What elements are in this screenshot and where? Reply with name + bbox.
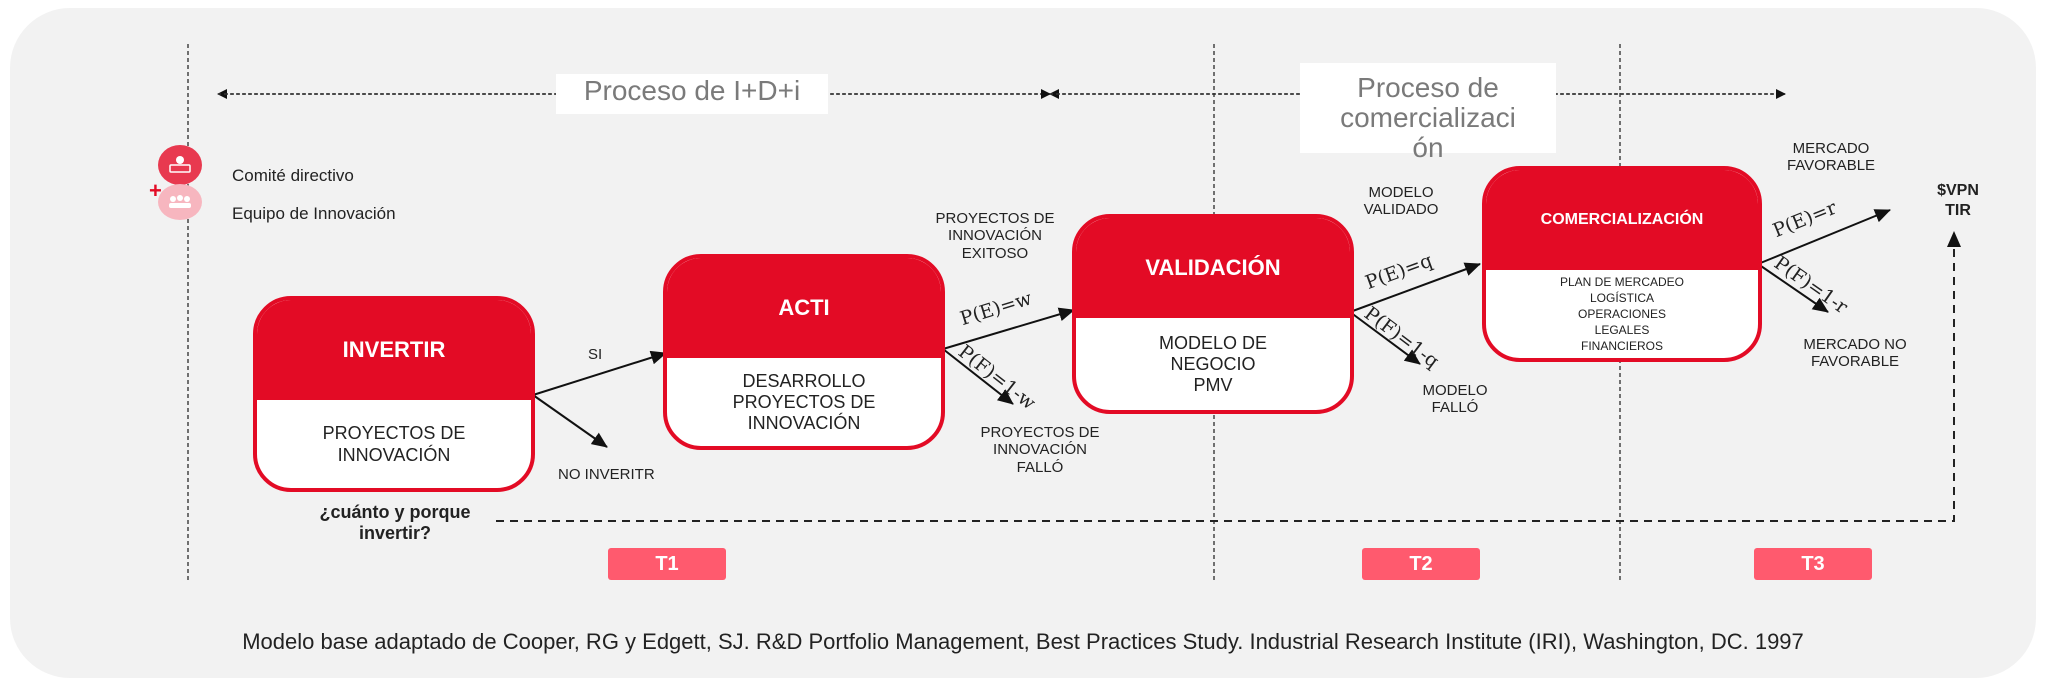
acti-title: ACTI [667,258,941,358]
timeline-t2: T2 [1362,548,1480,580]
acti-line: DESARROLLO [742,370,866,391]
arrow-acti-fail [942,348,1014,405]
acti-fallo-line: INNOVACIÓN [993,441,1087,459]
comercializacion-title: COMERCIALIZACIÓN [1486,170,1758,270]
vpn-label: $VPN [1937,182,1979,199]
acti-line: INNOVACIÓN [747,412,861,433]
arrow-com-success [1757,209,1891,265]
validacion-box: VALIDACIÓN MODELO DE NEGOCIO PMV [1072,214,1354,414]
acti-box: ACTI DESARROLLO PROYECTOS DE INNOVACIÓN [663,254,945,450]
comercializacion-line: OPERACIONES [1577,307,1667,321]
favorable-line: MERCADO [1792,140,1870,157]
exitosos-line: EXITOSO [961,244,1029,262]
exitosos-line: PROYECTOS DE [935,210,1055,227]
question-label: ¿cuánto y porque invertir? [295,502,495,543]
commercial-line-1: Proceso de [1357,72,1499,103]
mercado-favorable-label: MERCADO FAVORABLE [1766,140,1896,175]
timeline-t3: T3 [1754,548,1872,580]
commercial-line-2: comercializaci [1340,102,1516,133]
commercial-process-title: Proceso de comercializaci ón [1300,63,1556,163]
diagram-canvas: Proceso de I+D+i Proceso de comercializa… [10,8,2036,678]
arrow-val-success [1349,262,1481,313]
validacion-line: MODELO DE [1158,332,1268,353]
arrow-val-fail [1349,311,1421,365]
legend-team-label: Equipo de Innovación [232,204,396,223]
acti-fallo-label: PROYECTOS DE INNOVACIÓN FALLÓ [965,424,1115,476]
si-label: SI [588,346,603,363]
footer-citation: Modelo base adaptado de Cooper, RG y Edg… [242,629,1804,654]
timeline-t1: T1 [608,548,726,580]
validacion-line: PMV [1193,374,1233,395]
legend-committee-label: Comité directivo [232,166,354,185]
validacion-line: NEGOCIO [1170,353,1256,374]
return-dashed-path [496,231,1961,522]
invertir-line: PROYECTOS DE [322,423,466,443]
comercializacion-line: LEGALES [1594,323,1650,337]
acti-fallo-line: PROYECTOS DE [980,424,1100,441]
invertir-line: INNOVACIÓN [337,445,451,465]
validacion-title: VALIDACIÓN [1076,218,1350,318]
rd-process-label: Proceso de I+D+i [583,75,801,106]
comercializacion-body: PLAN DE MERCADEO LOGÍSTICA OPERACIONES L… [1486,270,1758,358]
arrow-com-fail [1757,263,1829,313]
acti-fallo-line: FALLÓ [1016,458,1064,476]
arrow-si [532,350,667,396]
tir-label: TIR [1945,202,1971,219]
validacion-body: MODELO DE NEGOCIO PMV [1076,318,1350,410]
mercado-no-favorable-label: MERCADO NO FAVORABLE [1790,336,1920,371]
commercial-line-3: ón [1412,132,1444,163]
exitosos-label: PROYECTOS DE INNOVACIÓN EXITOSO [920,210,1070,262]
rd-process-title: Proceso de I+D+i [556,74,828,114]
question-line: invertir? [358,522,432,543]
acti-line: PROYECTOS DE [732,391,876,412]
question-line: ¿cuánto y porque [319,502,471,522]
validado-line: MODELO [1368,184,1434,201]
team-icon [158,184,202,220]
arrow-acti-success [942,307,1075,350]
comercializacion-line: LOGÍSTICA [1589,291,1654,305]
acti-body: DESARROLLO PROYECTOS DE INNOVACIÓN [667,358,941,446]
exitosos-line: INNOVACIÓN [948,227,1042,245]
validado-line: VALIDADO [1363,201,1439,219]
favorable-line: FAVORABLE [1786,157,1876,175]
comercializacion-line: FINANCIEROS [1580,339,1663,353]
modelo-fallo-line: FALLÓ [1431,399,1479,417]
comercializacion-line: PLAN DE MERCADEO [1559,275,1685,289]
committee-icon [158,145,202,185]
no-favorable-line: FAVORABLE [1810,353,1900,371]
comercializacion-box: COMERCIALIZACIÓN PLAN DE MERCADEO LOGÍST… [1482,166,1762,362]
no-favorable-line: MERCADO NO [1803,336,1907,353]
invertir-box: INVERTIR PROYECTOS DE INNOVACIÓN [253,296,535,492]
modelo-fallo-label: MODELO FALLÓ [1400,382,1510,417]
modelo-validado-label: MODELO VALIDADO [1346,184,1456,219]
modelo-fallo-line: MODELO [1422,382,1488,399]
invertir-body: PROYECTOS DE INNOVACIÓN [257,400,531,488]
arrow-no-invertir [532,394,608,448]
no-invertir-label: NO INVERITR [558,466,655,483]
invertir-title: INVERTIR [257,300,531,400]
